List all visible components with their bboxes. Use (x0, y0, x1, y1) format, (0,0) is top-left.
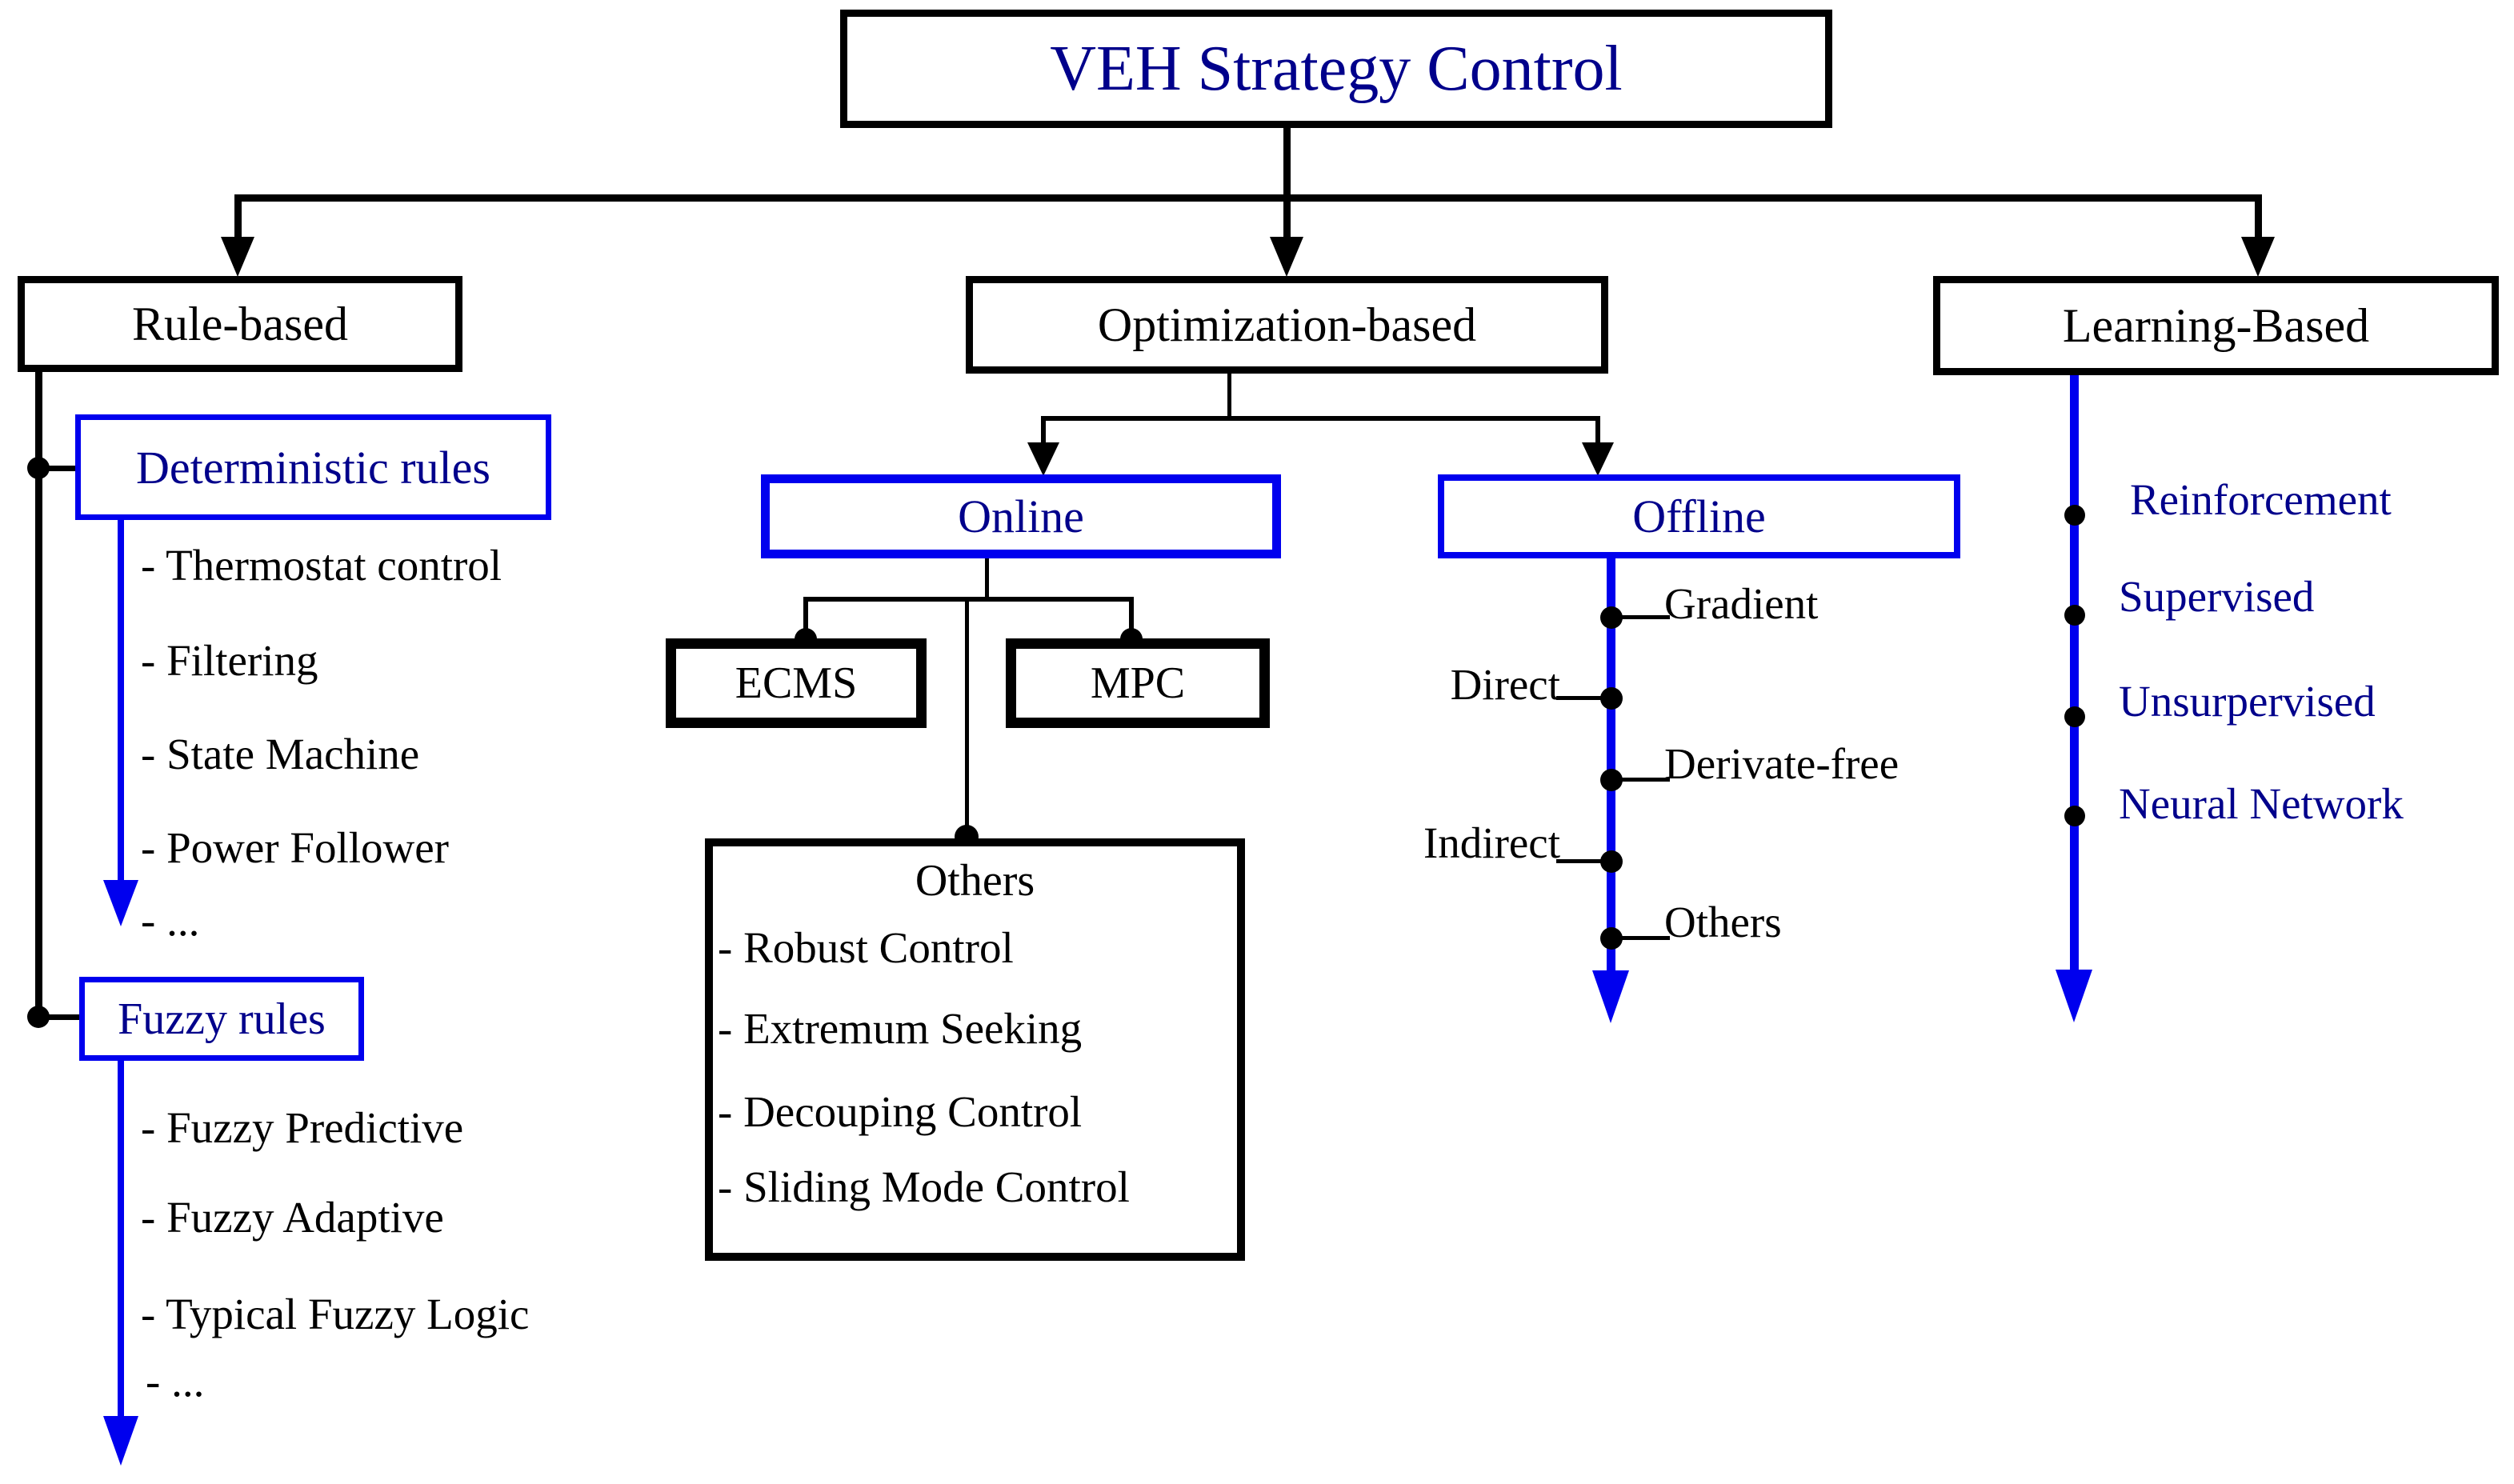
down-arrow-icon (221, 237, 254, 277)
down-arrow-icon (1027, 442, 1059, 476)
list-item: - Fuzzy Adaptive (141, 1193, 444, 1242)
connector-line (234, 194, 242, 241)
connector-line (1556, 696, 1604, 700)
connector-line (1622, 615, 1670, 619)
down-arrow-icon (1270, 237, 1303, 277)
ecms-box: ECMS (666, 638, 927, 728)
learning-based-box: Learning-Based (1933, 276, 2499, 375)
online-box: Online (761, 474, 1281, 558)
connector-line (38, 466, 75, 471)
connector-line (965, 597, 969, 837)
blue-arrow-line (118, 520, 124, 884)
offline-item-label: Direct (1450, 660, 1560, 709)
list-item: - ... (141, 896, 200, 945)
list-item: - Decouping Control (718, 1087, 1083, 1136)
down-arrow-icon (1582, 442, 1614, 476)
deterministic-rules-box: Deterministic rules (75, 414, 551, 520)
connector-line (1227, 374, 1231, 418)
connector-line (1283, 194, 1291, 241)
list-item: - State Machine (141, 730, 420, 778)
down-arrow-icon (1592, 970, 1629, 1023)
connector-line (803, 597, 808, 638)
offline-box: Offline (1438, 474, 1960, 558)
learning-item-label: Unsurpervised (2119, 677, 2376, 726)
connector-line (1129, 597, 1134, 638)
blue-arrow-line (1607, 558, 1615, 974)
others-title: Others (915, 856, 1035, 906)
connector-dot (1600, 606, 1623, 629)
learning-item-label: Supervised (2119, 572, 2315, 621)
connector-line (1041, 416, 1600, 421)
optimization-based-box: Optimization-based (966, 276, 1608, 374)
learning-item-label: Neural Network (2119, 779, 2404, 828)
list-item: - Fuzzy Predictive (141, 1103, 464, 1152)
connector-line (2255, 194, 2262, 241)
connector-line (1283, 126, 1291, 197)
connector-line (1556, 859, 1604, 863)
list-item: - Robust Control (718, 923, 1014, 972)
others-box (705, 838, 1245, 1261)
connector-dot (2064, 605, 2085, 626)
connector-line (1622, 936, 1670, 940)
list-item: - Power Follower (141, 823, 449, 872)
connector-line (236, 194, 2260, 202)
connector-line (1622, 778, 1670, 782)
blue-arrow-line (2070, 375, 2079, 974)
mpc-box: MPC (1006, 638, 1270, 728)
offline-item-label: Indirect (1423, 818, 1560, 867)
connector-dot (2064, 806, 2085, 826)
learning-item-label: Reinforcement (2130, 475, 2392, 524)
offline-item-label: Others (1664, 898, 1782, 946)
list-item: - Thermostat control (141, 541, 502, 590)
connector-line (985, 558, 989, 600)
offline-item-label: Gradient (1664, 579, 1819, 628)
connector-line (1595, 416, 1600, 446)
connector-dot (1600, 927, 1623, 950)
connector-line (1041, 416, 1046, 446)
list-item: - ... (146, 1357, 205, 1406)
connector-dot (2064, 706, 2085, 727)
list-item: - Typical Fuzzy Logic (141, 1290, 530, 1338)
connector-line (35, 372, 42, 1022)
offline-item-label: Derivate-free (1664, 739, 1900, 788)
down-arrow-icon (2056, 970, 2092, 1022)
root-box: VEH Strategy Control (840, 10, 1832, 128)
list-item: - Filtering (141, 636, 318, 685)
list-item: - Extremum Seeking (718, 1004, 1083, 1053)
fuzzy-rules-box: Fuzzy rules (79, 977, 364, 1061)
down-arrow-icon (103, 1416, 138, 1466)
list-item: - Sliding Mode Control (718, 1162, 1130, 1211)
connector-dot (2064, 505, 2085, 526)
connector-dot (1600, 769, 1623, 791)
connector-line (38, 1014, 80, 1020)
rule-based-box: Rule-based (18, 276, 462, 372)
down-arrow-icon (103, 880, 138, 926)
blue-arrow-line (118, 1061, 124, 1419)
down-arrow-icon (2241, 237, 2275, 277)
